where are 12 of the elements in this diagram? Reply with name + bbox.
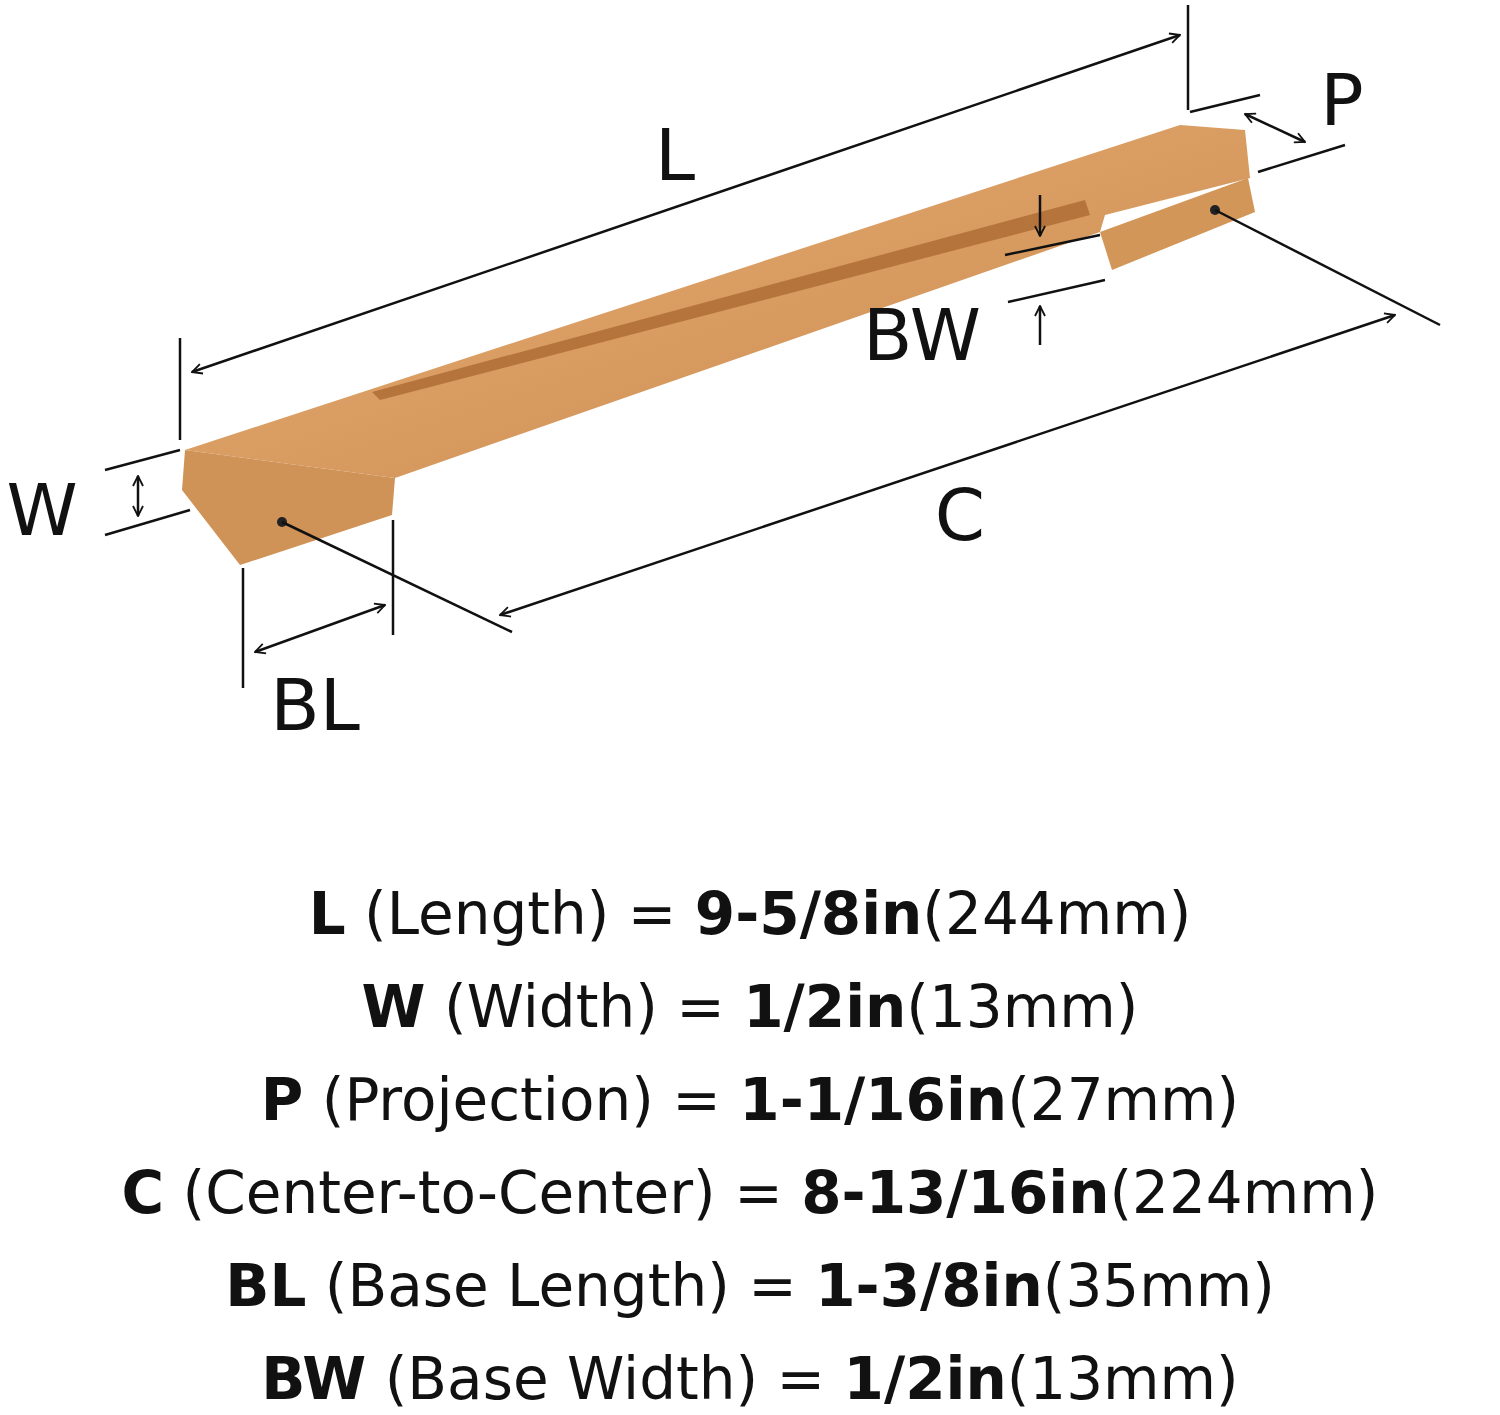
dimension-label: C bbox=[934, 479, 986, 551]
dimension-spec: P (Projection) = 1-1/16in(27mm) bbox=[260, 1066, 1240, 1134]
dimension-label: L bbox=[654, 119, 696, 191]
dimension-label: BL bbox=[270, 669, 360, 741]
dimension-spec: W (Width) = 1/2in(13mm) bbox=[361, 973, 1139, 1041]
dimension-spec: C (Center-to-Center) = 8-13/16in(224mm) bbox=[121, 1159, 1379, 1227]
dimension-spec: BW (Base Width) = 1/2in(13mm) bbox=[261, 1345, 1239, 1413]
dimension-label: W bbox=[6, 474, 78, 546]
dimension-label: BW bbox=[863, 299, 981, 371]
dimension-label: P bbox=[1320, 64, 1364, 136]
dimension-spec: L (Length) = 9-5/8in(244mm) bbox=[308, 880, 1192, 948]
dimension-spec: BL (Base Length) = 1-3/8in(35mm) bbox=[225, 1252, 1275, 1320]
